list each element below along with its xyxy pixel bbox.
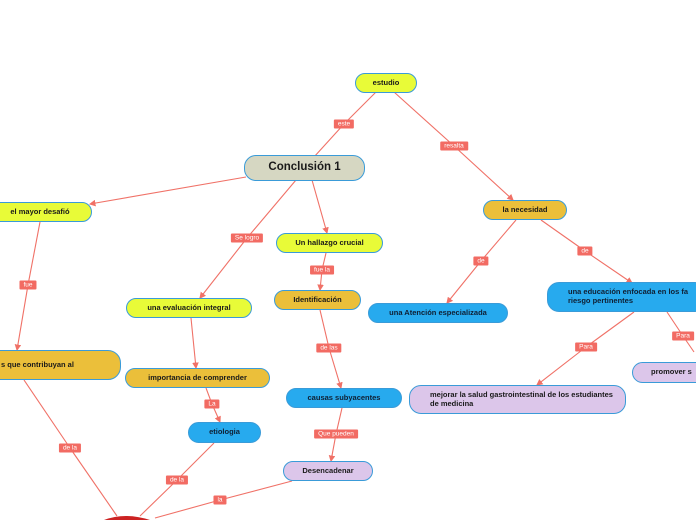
line-dela-bottom	[69, 447, 118, 517]
line-fue-contribuyan	[14, 284, 29, 352]
line-delas-causas	[328, 347, 343, 390]
link-label-fue-la: fue la	[310, 265, 334, 275]
node-mayor-desafio[interactable]: el mayor desafió	[0, 202, 92, 222]
line-central-hallazgo	[311, 179, 329, 235]
node-contribuyan[interactable]: s que contribuyan al	[0, 350, 121, 380]
link-label-de-la-2: de la	[165, 475, 189, 485]
node-etiologia[interactable]: etiologia	[188, 422, 261, 443]
node-evaluacion[interactable]: una evaluación integral	[126, 298, 252, 318]
line-de-atencion	[446, 260, 482, 304]
link-label-de-2: de	[577, 246, 593, 256]
link-label-de-1: de	[473, 256, 489, 266]
link-label-que-pueden: Que pueden	[314, 429, 358, 439]
central-node[interactable]: Conclusión 1	[244, 155, 365, 181]
line-quepueden-desencadenar	[328, 433, 337, 463]
link-label-de-las: de las	[316, 343, 342, 353]
line-evaluacion-importancia	[190, 317, 199, 370]
line-de2-educacion	[584, 250, 633, 284]
link-label-de-la-1: de la	[58, 443, 82, 453]
line-para-mejorar	[536, 346, 587, 386]
link-label-para-1: Para	[575, 342, 597, 352]
link-label-se-logro: Se logro	[230, 233, 264, 243]
line-central-selogro	[246, 179, 297, 239]
line-identificacion-delas	[319, 309, 330, 349]
line-este-central	[313, 123, 345, 158]
line-desencadenar-la	[219, 480, 293, 501]
line-central-desafio	[88, 176, 247, 207]
line-estudio-resalta	[393, 91, 455, 147]
node-educacion[interactable]: una educación enfocada en los fa riesgo …	[547, 282, 696, 312]
node-promover[interactable]: promover s	[632, 362, 696, 383]
link-label-este: este	[333, 119, 355, 129]
node-causas[interactable]: causas subyacentes	[286, 388, 402, 408]
line-resalta-necesidad	[453, 145, 514, 201]
line-educacion-para	[585, 311, 635, 348]
node-identificacion[interactable]: Identificación	[274, 290, 361, 310]
node-estudio[interactable]: estudio	[355, 73, 417, 93]
line-selogro-evaluacion	[199, 237, 248, 299]
node-importancia[interactable]: importancia de comprender	[125, 368, 270, 388]
link-label-la-2: la	[213, 495, 227, 505]
link-label-la-1: La	[204, 399, 220, 409]
line-desafio-fue	[27, 221, 41, 286]
node-atencion[interactable]: una Atención especializada	[368, 303, 508, 323]
line-necesidad-de2	[540, 219, 586, 252]
bottom-node-partial	[104, 516, 150, 520]
link-label-para-2: Para	[672, 331, 694, 341]
link-label-resalta: resalta	[440, 141, 468, 151]
node-necesidad[interactable]: la necesidad	[483, 200, 567, 220]
link-label-fue: fue	[19, 280, 37, 290]
node-hallazgo[interactable]: Un hallazgo crucial	[276, 233, 383, 253]
line-dela2-bottom	[139, 479, 178, 517]
line-la-bottom	[154, 499, 221, 519]
node-desencadenar[interactable]: Desencadenar	[283, 461, 373, 481]
line-necesidad-de	[480, 219, 517, 262]
node-mejorar[interactable]: mejorar la salud gastrointestinal de los…	[409, 385, 626, 414]
line-etiologia-dela	[176, 442, 215, 481]
line-estudio-este	[343, 91, 377, 125]
line-contribuyan-dela	[23, 379, 71, 449]
